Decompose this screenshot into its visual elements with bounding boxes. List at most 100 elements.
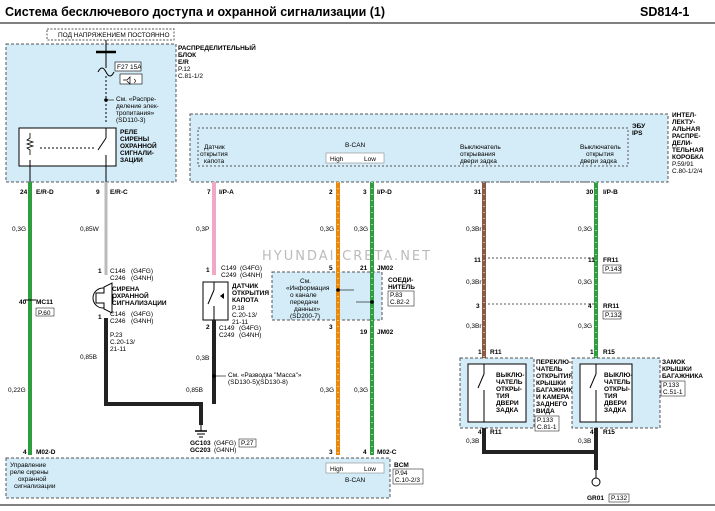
svg-text:P.60: P.60 <box>38 310 51 317</box>
svg-text:19: 19 <box>360 329 368 336</box>
svg-text:СИГНАЛИ-: СИГНАЛИ- <box>120 150 154 157</box>
svg-text:9: 9 <box>96 189 100 196</box>
svg-text:СИГНАЛИЗАЦИИ: СИГНАЛИЗАЦИИ <box>112 300 167 307</box>
svg-text:5: 5 <box>329 265 333 272</box>
svg-text:4: 4 <box>590 429 594 436</box>
svg-text:ЗАДНЕГО: ЗАДНЕГО <box>536 401 567 408</box>
svg-text:C149: C149 <box>219 325 235 332</box>
svg-text:ЗАДКА: ЗАДКА <box>496 407 519 414</box>
svg-text:ЧАТЕЛЬ: ЧАТЕЛЬ <box>604 379 631 386</box>
tail-switch-input: Выключатель открывания двери задка <box>460 144 501 165</box>
siren-label: СИРЕНА ОХРАННОЙ СИГНАЛИЗАЦИИ <box>112 286 167 307</box>
svg-text:0,85B: 0,85B <box>186 387 203 394</box>
svg-text:P.132: P.132 <box>611 495 628 502</box>
fuse-label: F27 15A <box>117 64 142 71</box>
svg-text:C249: C249 <box>219 332 235 339</box>
svg-text:открытия: открытия <box>200 151 228 158</box>
svg-text:E/R: E/R <box>178 59 189 66</box>
ecu-label-ips: IPS <box>632 130 643 137</box>
connector-label: СОЕДИ- НИТЕЛЬ P.83 C.82-2 <box>387 277 415 307</box>
svg-text:C146: C146 <box>110 311 126 318</box>
wire-2-ground <box>104 318 203 425</box>
svg-text:0,85W: 0,85W <box>80 226 100 233</box>
svg-text:0,3G: 0,3G <box>320 387 334 394</box>
svg-text:См.: См. <box>300 278 311 285</box>
svg-text:РАСПРЕДЕЛИТЕЛЬНЫЙ: РАСПРЕДЕЛИТЕЛЬНЫЙ <box>178 43 256 52</box>
svg-text:R15: R15 <box>603 349 615 356</box>
svg-text:P.132: P.132 <box>605 312 622 319</box>
svg-text:1: 1 <box>206 267 210 274</box>
svg-text:0,3B: 0,3B <box>578 438 591 445</box>
trunk-lock-side-label: ЗАМОК КРЫШКИ БАГАЖНИКА P.133 C.51-1 <box>660 359 703 397</box>
svg-text:4: 4 <box>23 449 27 456</box>
svg-text:I/P-A: I/P-A <box>219 189 234 196</box>
svg-text:0,3G: 0,3G <box>354 387 368 394</box>
tail-switch-input-2: Выключатель открытия двери задка <box>580 144 621 165</box>
svg-text:«Информация: «Информация <box>286 285 330 292</box>
svg-text:Выключатель: Выключатель <box>460 144 501 151</box>
svg-text:7: 7 <box>207 189 211 196</box>
svg-text:4: 4 <box>478 429 482 436</box>
svg-text:БАГАЖНИКА: БАГАЖНИКА <box>662 373 703 380</box>
svg-text:ЧАТЕЛЬ: ЧАТЕЛЬ <box>496 379 523 386</box>
svg-text:C.10-2/3: C.10-2/3 <box>395 477 420 484</box>
svg-text:30: 30 <box>586 189 594 196</box>
svg-text:P.133: P.133 <box>537 417 554 424</box>
svg-text:2: 2 <box>206 324 210 331</box>
bcm-desc: Управление реле сирены охранной сигнализ… <box>10 462 56 490</box>
ips-ecu-box <box>189 113 669 183</box>
fuse-icon <box>97 67 115 77</box>
svg-text:C.80-1/2/4: C.80-1/2/4 <box>672 168 703 175</box>
svg-text:(G4FG): (G4FG) <box>131 268 153 275</box>
svg-text:Выключатель: Выключатель <box>580 144 621 151</box>
svg-text:КРЫШКИ: КРЫШКИ <box>536 380 566 387</box>
svg-text:0,3B: 0,3B <box>466 438 479 445</box>
svg-text:0,3G: 0,3G <box>578 279 592 286</box>
trunk-lock-switch-icon <box>589 373 597 389</box>
svg-text:JM02: JM02 <box>377 329 394 336</box>
svg-text:C.81-1/2: C.81-1/2 <box>178 73 203 80</box>
page-code: SD814-1 <box>640 5 689 19</box>
svg-text:M02-C: M02-C <box>377 449 397 456</box>
svg-text:P.94: P.94 <box>395 470 408 477</box>
svg-text:(G4FG): (G4FG) <box>240 265 262 272</box>
svg-text:0,3G: 0,3G <box>12 226 26 233</box>
svg-text:4: 4 <box>588 303 592 310</box>
svg-text:ОТКРЫ-: ОТКРЫ- <box>496 386 522 393</box>
svg-text:P.133: P.133 <box>663 382 680 389</box>
svg-text:I/P-B: I/P-B <box>603 189 618 196</box>
svg-text:40: 40 <box>19 299 27 306</box>
svg-text:(SD200-7): (SD200-7) <box>290 313 320 320</box>
svg-text:сигнализации: сигнализации <box>14 483 56 490</box>
siren-speaker-icon <box>95 282 113 314</box>
svg-text:ОТКРЫТИЯ: ОТКРЫТИЯ <box>536 373 573 380</box>
bcan-high-label: High <box>330 156 344 163</box>
svg-text:тропитания»: тропитания» <box>116 110 155 117</box>
trunk-switch-icon <box>477 373 485 389</box>
power-hot-label: ПОД НАПРЯЖЕНИЕМ ПОСТОЯННО <box>58 32 170 39</box>
svg-text:C.20-13/: C.20-13/ <box>110 339 135 346</box>
svg-text:ДЕЛИ-: ДЕЛИ- <box>672 140 692 147</box>
svg-text:21: 21 <box>360 265 368 272</box>
svg-text:ОТКРЫ-: ОТКРЫ- <box>604 386 630 393</box>
svg-text:ЗАЦИИ: ЗАЦИИ <box>120 157 143 164</box>
svg-text:E/R-D: E/R-D <box>36 189 54 196</box>
can-connector-box <box>271 271 383 321</box>
svg-text:ОХРАННОЙ: ОХРАННОЙ <box>112 291 149 300</box>
svg-text:ВИДА: ВИДА <box>536 408 555 415</box>
svg-text:P.143: P.143 <box>605 266 622 273</box>
svg-text:0,3Br: 0,3Br <box>466 279 482 286</box>
svg-text:GC203: GC203 <box>190 447 211 454</box>
svg-text:открытия: открытия <box>586 151 614 158</box>
svg-text:0,3Br: 0,3Br <box>466 226 482 233</box>
svg-text:(G4FG): (G4FG) <box>239 325 261 332</box>
svg-text:двери задка: двери задка <box>580 158 617 165</box>
svg-text:JM02: JM02 <box>377 265 394 272</box>
svg-text:открывания: открывания <box>460 151 496 158</box>
svg-text:R15: R15 <box>603 429 615 436</box>
svg-text:C246: C246 <box>110 275 126 282</box>
svg-text:C249: C249 <box>221 272 237 279</box>
svg-text:двери задка: двери задка <box>460 158 497 165</box>
svg-text:3: 3 <box>363 189 367 196</box>
